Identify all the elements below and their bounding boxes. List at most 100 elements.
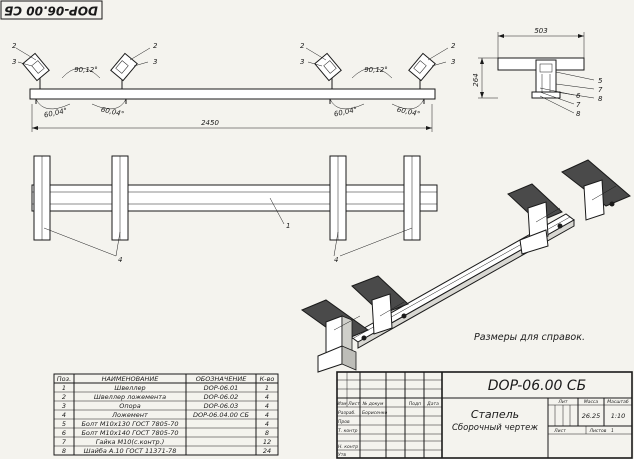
tb-mass-label: Масса [584, 399, 599, 405]
tb-role-razrab: Разраб. [338, 410, 356, 416]
tb-col-izm: Изм [337, 401, 347, 407]
leader-2-leftpair-b: 2 [153, 42, 158, 50]
tb-scale-value: 1:10 [611, 412, 626, 420]
angle-arc-top-right [351, 67, 393, 79]
bom-cell: 12 [263, 438, 271, 446]
tb-lit-label: Лит [558, 399, 568, 405]
tb-role-utv: Утв [338, 452, 346, 458]
bom-cell: DOP-06.01 [204, 384, 239, 392]
bom-row: 6 Болт М10х140 ГОСТ 7805-70 8 [62, 429, 269, 437]
bom-cell: 4 [265, 402, 269, 410]
cradle-left-a [22, 52, 50, 89]
angle-arc-bottom-1 [35, 98, 71, 110]
reference-note: Размеры для справок. [474, 332, 585, 343]
angle-top-right: 90,12° [364, 66, 388, 74]
bom-cell: 8 [62, 447, 66, 455]
bom-row: 8 Шайба А.10 ГОСТ 11371-78 24 [62, 447, 271, 455]
bom-row: 2 Швеллер ложемента DOP-06.02 4 [62, 393, 269, 401]
bom-row: 4 Ложемент DOP-06.04.00 СБ 4 [62, 411, 269, 419]
code-stamp: DOP-06.00 СБ [4, 4, 98, 18]
tb-designation: DOP-06.00 СБ [488, 378, 586, 394]
tb-mass-value: 26.25 [582, 412, 601, 420]
bom-cell: 4 [62, 411, 66, 419]
tb-col-list: Лист [347, 401, 360, 407]
tb-scale-label: Масштаб [607, 399, 629, 405]
bom-cell: DOP-06.04.00 СБ [193, 411, 250, 419]
tb-role-nkontr: Н. контр [338, 444, 358, 450]
tb-sheets-label: Листов [589, 428, 607, 434]
bom-header-designation: ОБОЗНАЧЕНИЕ [196, 375, 248, 383]
bom-header-pos: Поз. [57, 375, 71, 383]
bom-header-name: НАИМЕНОВАНИЕ [102, 375, 160, 383]
leader-2-right: 2 [451, 42, 456, 50]
isometric-view [300, 159, 631, 373]
leader-8-right: 8 [598, 95, 603, 103]
main-beam-front [29, 88, 436, 100]
leader-4-right: 4 [334, 256, 338, 264]
tb-sheets-value: 1 [611, 428, 614, 434]
leader-8-lower: 8 [576, 110, 581, 118]
bom-cell: Швеллер ложемента [94, 393, 166, 401]
side-view: 503 264 5 7 8 6 7 8 [472, 27, 603, 118]
bom-cell: Болт М10х130 ГОСТ 7805-70 [81, 420, 178, 428]
leader-7: 7 [598, 86, 603, 94]
leader-4-left: 4 [118, 256, 122, 264]
bom-cell: 8 [265, 429, 269, 437]
tb-developer: Борисенко [362, 410, 388, 416]
bom-cell: 5 [62, 420, 66, 428]
leader-3-rightpair-a: 3 [300, 58, 304, 66]
angle-arc-top-left [61, 67, 101, 79]
angle-bottom-3: 60,04° [333, 106, 358, 119]
bom-row: 1 Швеллер DOP-06.01 1 [62, 384, 269, 392]
angle-bottom-2: 60,04° [100, 106, 125, 119]
tb-col-docnum: № докум [362, 401, 384, 407]
main-beam-top [31, 184, 438, 212]
tb-name-line1: Стапель [471, 408, 519, 421]
bom-cell: 4 [265, 393, 269, 401]
side-height: 264 [472, 73, 480, 86]
code-stamp-frame [0, 0, 103, 20]
angle-top-left: 90,12° [74, 66, 98, 74]
bom-cell: Гайка М10(с.контр.) [96, 438, 165, 446]
bom-cell: 6 [62, 429, 66, 437]
bom-cell: Ложемент [111, 411, 148, 419]
iso-support-4 [583, 179, 605, 221]
bom-cell: 3 [62, 402, 66, 410]
tb-role-prov: Пров [338, 419, 350, 425]
leader-2-rightpair-a: 2 [300, 42, 305, 50]
bom-row: 3 Опора DOP-06.03 4 [62, 402, 269, 410]
leader-2-left: 2 [12, 42, 17, 50]
bom-row: 5 Болт М10х130 ГОСТ 7805-70 4 [62, 420, 269, 428]
bom-cell: Опора [119, 402, 140, 410]
bom-row: 7 Гайка М10(с.контр.) 12 [62, 438, 271, 446]
tb-sheet-label: Лист [553, 428, 566, 434]
bom-cell: 2 [62, 393, 66, 401]
cradle-right-a [314, 52, 342, 89]
tb-col-data: Дата [426, 401, 439, 407]
cradle-left-b [110, 52, 138, 89]
top-view: 1 4 4 [31, 155, 438, 264]
leader-3-leftpair-b: 3 [153, 58, 157, 66]
leader-6: 6 [576, 92, 581, 100]
bom-cell: Шайба А.10 ГОСТ 11371-78 [84, 447, 177, 455]
angle-bottom-4: 60,04° [396, 106, 421, 119]
leader-5: 5 [598, 77, 603, 85]
bom-cell: 7 [62, 438, 67, 446]
iso-support-2 [371, 293, 393, 335]
leader-1: 1 [286, 222, 290, 230]
title-block: Изм Лист № докум Подп Дата Разраб. Борис… [336, 371, 633, 459]
leader-3-right: 3 [451, 58, 455, 66]
leader-3-left: 3 [12, 58, 16, 66]
overall-length: 2450 [201, 119, 219, 127]
bom-cell: DOP-06.03 [204, 402, 239, 410]
bom-cell: 24 [263, 447, 271, 455]
bom-cell: 4 [265, 420, 269, 428]
leader-7-lower: 7 [576, 101, 581, 109]
side-width: 503 [534, 27, 547, 35]
tb-role-tkontr: Т. контр [338, 428, 358, 434]
bom-header-qty: К-во [260, 375, 275, 383]
bom-cell: 1 [62, 384, 66, 392]
cradle-right-b [408, 52, 436, 89]
front-view: 90,12° 90,12° 60,04° 60,04° 60,04° 60,04… [12, 42, 456, 132]
